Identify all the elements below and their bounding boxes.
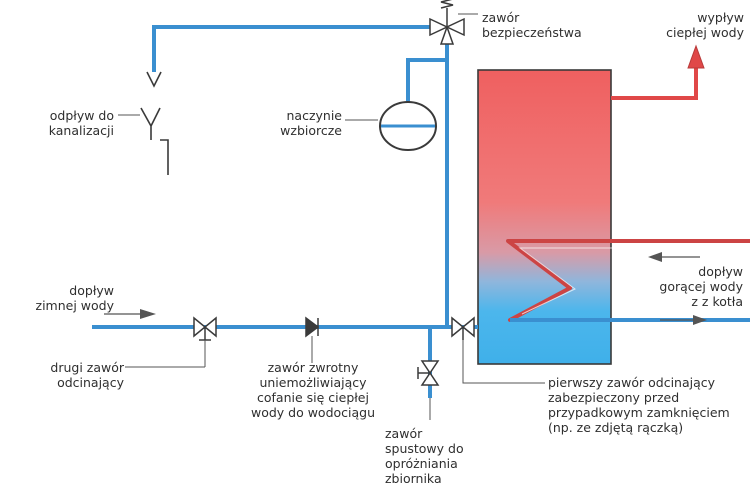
second-shutoff-valve-icon [193,316,217,341]
drain-funnel-icon [140,107,169,175]
check-valve-icon [305,316,320,338]
check-valve-label: zawór zwrotny uniemożliwiający cofanie s… [250,360,376,420]
hot-water-outflow-arrow-icon [687,44,705,69]
cold-inflow-arrow-icon [140,309,156,319]
drain-line-pipe [152,25,434,72]
first-shutoff-valve-label: pierwszy zawór odcinający zabezpieczony … [548,375,730,435]
hot-water-outflow-label: wypływ ciepłej wody [666,10,744,40]
drain-valve-icon [417,360,440,386]
heating-coil-inner [518,247,750,315]
hot-inflow-arrow-icon [648,252,662,262]
return-arrow-icon [693,315,707,325]
hot-water-inflow-label: dopływ gorącej wody z z kotła [659,264,743,309]
drain-valve-label: zawór spustowy do opróżniania zbiornika [385,426,464,486]
safety-valve-label: zawór bezpieczeństwa [482,10,582,40]
hot-water-outflow-pipe [611,66,698,100]
cold-water-inflow-label: dopływ zimnej wody [35,283,114,313]
drain-arrow-icon [146,71,162,88]
second-shutoff-valve-label: drugi zawór odcinający [50,360,124,390]
expansion-vessel-label: naczynie wzbiorcze [280,108,342,138]
drain-outflow-label: odpływ do kanalizacji [48,108,114,138]
expansion-vessel-pipe [406,58,447,102]
leader-lines [118,13,545,420]
safety-valve-icon [429,0,465,45]
first-shutoff-valve-icon [451,316,475,340]
hot-water-tank [477,69,612,365]
